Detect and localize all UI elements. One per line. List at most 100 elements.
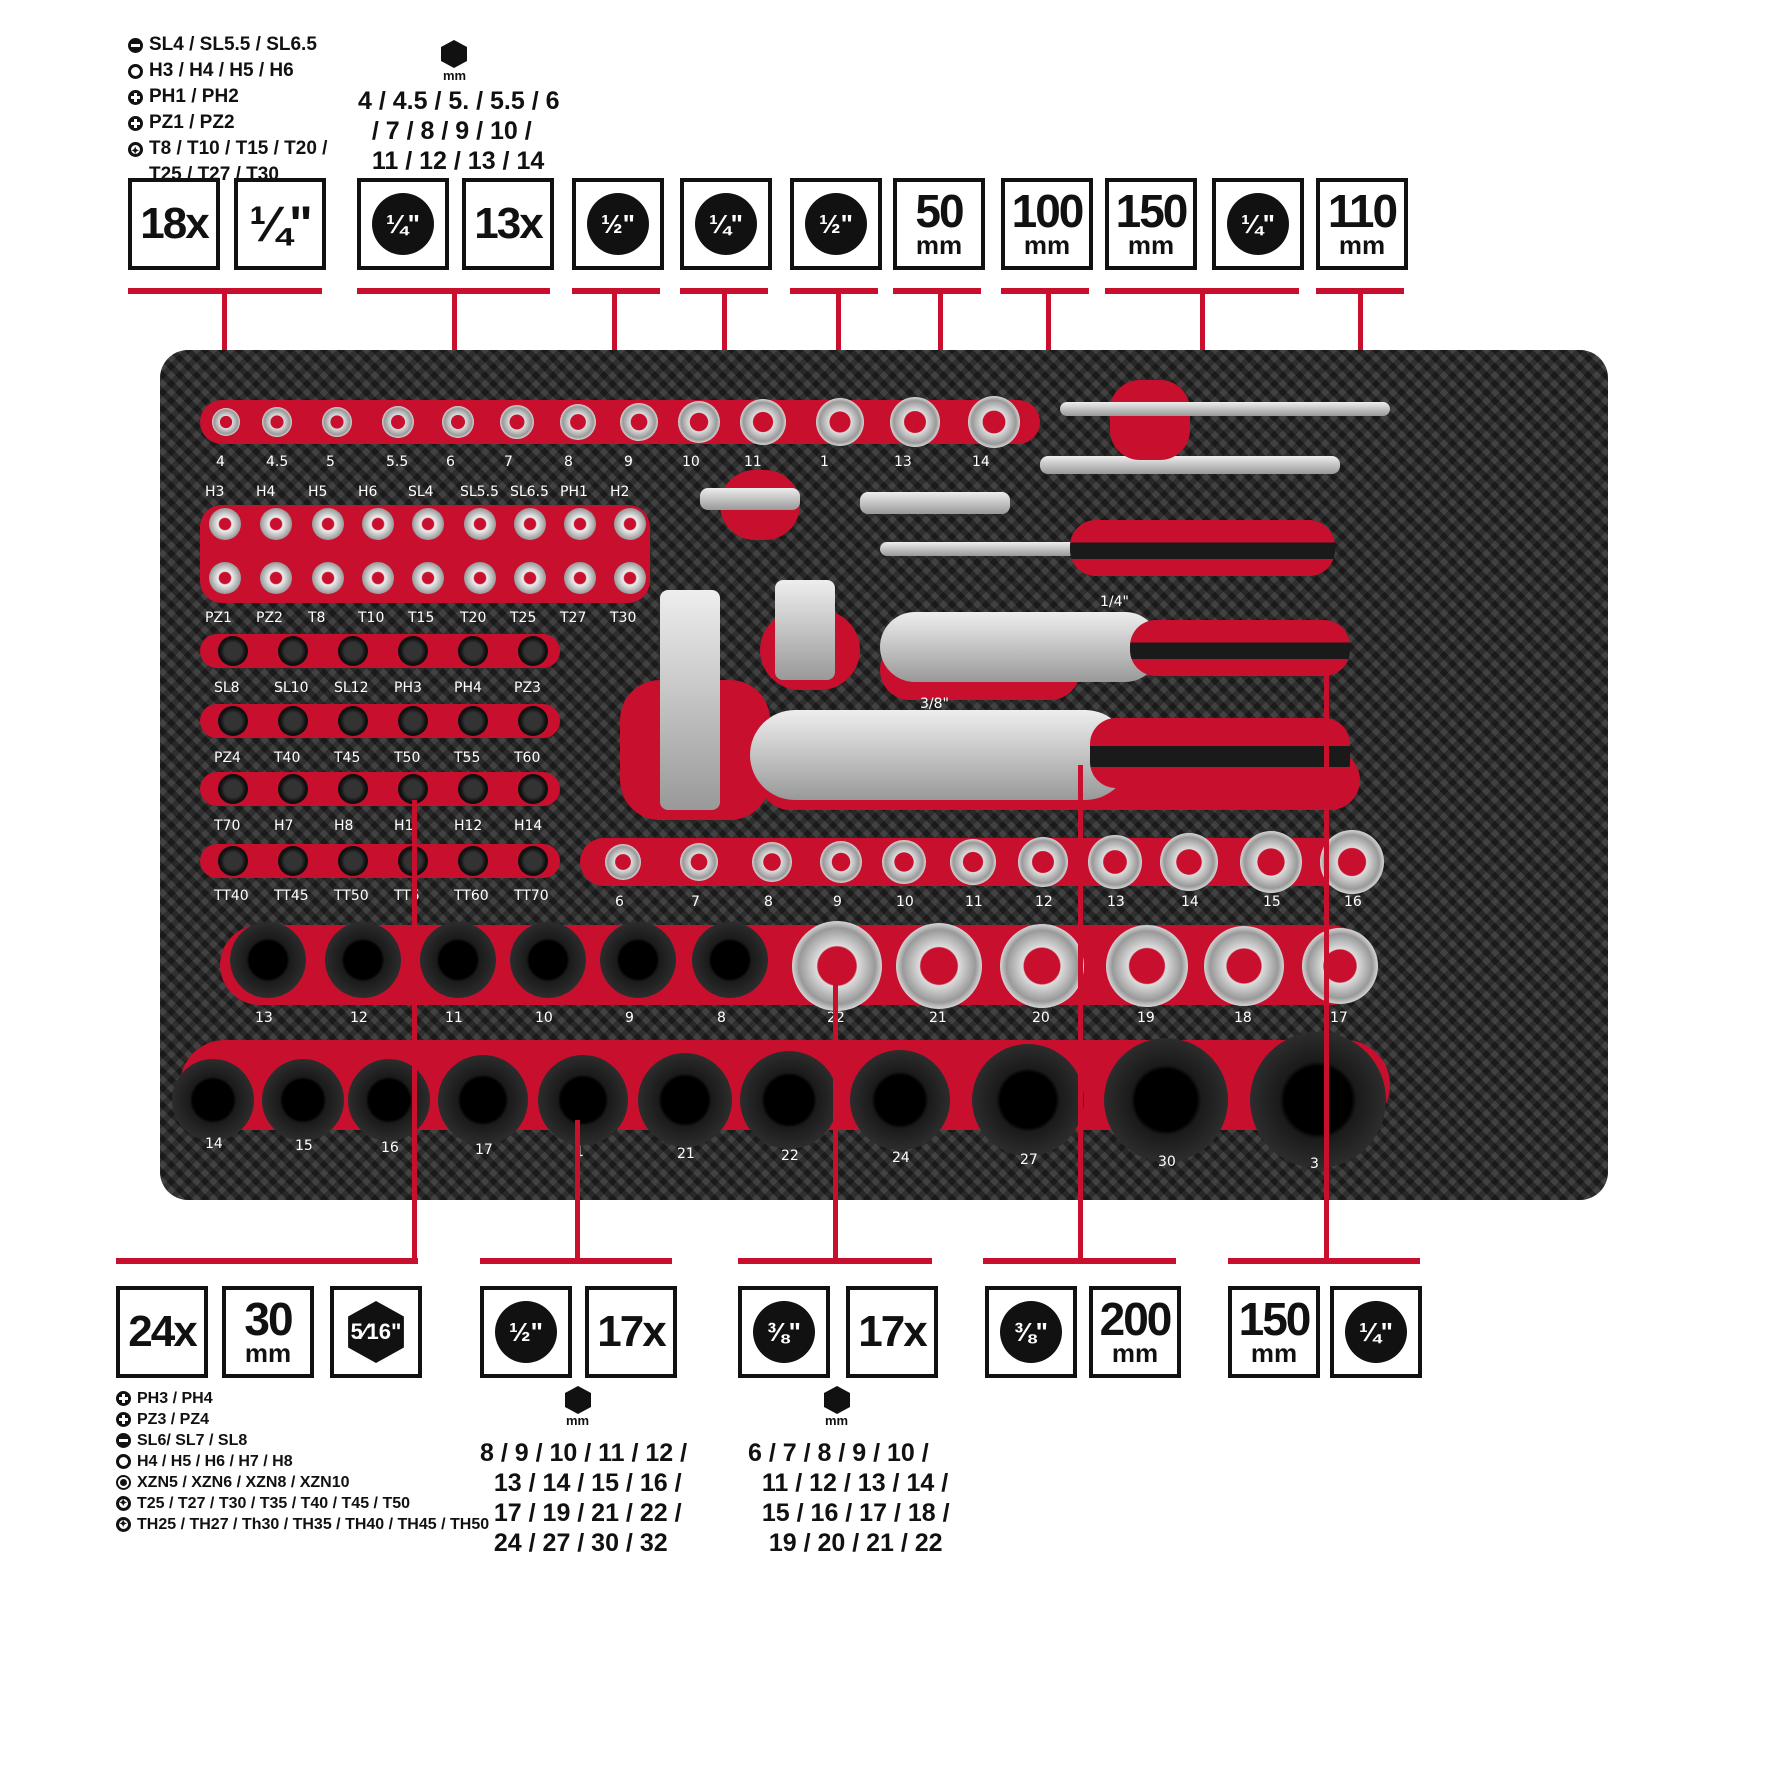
black-bit	[518, 774, 548, 804]
length-value: 110	[1327, 185, 1398, 237]
bit	[362, 562, 394, 594]
drive-size-icon: ½"	[495, 1301, 557, 1363]
socket-size-label: 30	[1158, 1154, 1176, 1170]
socket-size-label: 9	[624, 454, 633, 470]
black-bit	[278, 846, 308, 876]
legend-text: T8 / T10 / T15 / T20 /	[149, 138, 328, 159]
socket-size-label: 9	[625, 1010, 634, 1026]
legend-row: T25 / T27 / T30 / T35 / T40 / T45 / T50	[116, 1493, 489, 1514]
socket-1-4	[322, 407, 352, 437]
bit-label: SL12	[334, 680, 369, 696]
legend-text: T25 / T27 / T30 / T35 / T40 / T45 / T50	[137, 1495, 411, 1512]
legend-text: SL4 / SL5.5 / SL6.5	[149, 34, 317, 55]
bit-label: SL5.5	[460, 484, 499, 500]
length-value: 100	[1011, 185, 1085, 237]
socket-size-label: 11	[445, 1010, 463, 1026]
black-bit	[218, 706, 248, 736]
ring-bit-icon	[128, 63, 143, 79]
legend-text: XZN5 / XZN6 / XZN8 / XZN10	[137, 1474, 350, 1491]
bit	[464, 562, 496, 594]
spec-box-0: 18x	[128, 178, 220, 270]
socket-size-label: 15	[295, 1138, 313, 1154]
black-bit	[218, 774, 248, 804]
black-bit	[458, 636, 488, 666]
socket-size-label: 5	[326, 454, 335, 470]
bit-label: H2	[610, 484, 630, 500]
length-unit: mm	[1338, 230, 1386, 260]
count-label: 24x	[128, 1307, 197, 1356]
bit-slot	[200, 634, 560, 668]
bit-label: T8	[308, 610, 326, 626]
length-unit: mm	[1023, 230, 1071, 260]
hex-socket-icon	[441, 40, 467, 68]
bit-slot	[200, 772, 560, 806]
spec-box-3: ½"	[480, 1286, 572, 1378]
impact-socket	[972, 1044, 1084, 1156]
drive-size-icon: ½"	[805, 193, 867, 255]
socket-size-label: 7	[691, 894, 700, 910]
bottom-leader-1	[575, 1120, 580, 1260]
legend-text: PZ1 / PZ2	[149, 112, 235, 133]
socket-size-label: 17	[1330, 1010, 1348, 1026]
legend-row: PH1 / PH2	[128, 84, 327, 110]
star-bit-icon	[128, 139, 143, 165]
bit-label: T15	[408, 610, 435, 626]
socket-3-8-large	[1204, 926, 1284, 1006]
impact-socket	[638, 1053, 732, 1147]
impact-socket	[438, 1055, 528, 1145]
plus-bit-icon	[128, 89, 143, 105]
impact-socket	[1250, 1032, 1386, 1168]
legend-text: SL6/ SL7 / SL8	[137, 1432, 248, 1449]
socket-3-8	[680, 843, 718, 881]
bit	[614, 508, 646, 540]
bit-slot	[200, 844, 560, 878]
legend-row: H3 / H4 / H5 / H6	[128, 58, 327, 84]
bit-label: T55	[454, 750, 481, 766]
socket-size-label: 14	[205, 1136, 223, 1152]
black-bit	[458, 846, 488, 876]
black-bit	[398, 706, 428, 736]
legend-text: TH25 / TH27 / Th30 / TH35 / TH40 / TH45 …	[137, 1516, 490, 1533]
socket-size-label: 16	[1344, 894, 1362, 910]
bit-label: H8	[334, 818, 354, 834]
black-bit	[398, 636, 428, 666]
legend-row: TH25 / TH27 / Th30 / TH35 / TH40 / TH45 …	[116, 1514, 489, 1535]
bit-label: H3	[205, 484, 225, 500]
black-bit	[458, 774, 488, 804]
spec-box-4: ½"	[572, 178, 664, 270]
impact-socket	[510, 922, 586, 998]
spec-box-10: ¼"	[1330, 1286, 1422, 1378]
socket-size-label: 18	[1234, 1010, 1252, 1026]
drive-size-icon: ⅜"	[753, 1301, 815, 1363]
spec-box-5: ¼"	[680, 178, 772, 270]
socket-size-label: 19	[1137, 1010, 1155, 1026]
socket-1-4	[890, 397, 940, 447]
bit	[412, 508, 444, 540]
spec-box-2: ¼"	[357, 178, 449, 270]
bit	[260, 562, 292, 594]
drive-label-3-8: 3/8"	[920, 696, 949, 712]
bit-label: H6	[358, 484, 378, 500]
ratchet-handle-1-4	[1090, 718, 1350, 788]
socket-3-8	[1240, 831, 1302, 893]
socket-size-label: 10	[682, 454, 700, 470]
impact-socket	[348, 1059, 430, 1141]
bit-label: T45	[334, 750, 361, 766]
legend-row: H4 / H5 / H6 / H7 / H8	[116, 1451, 489, 1472]
star-bit-icon	[116, 1514, 131, 1535]
drive-size-label: ¼"	[249, 196, 312, 252]
impact-socket	[740, 1051, 838, 1149]
socket-3-8-large	[1106, 925, 1188, 1007]
tool-slot	[1110, 380, 1190, 460]
top-bracket-1	[357, 288, 550, 294]
top-bracket-2	[572, 288, 660, 294]
black-bit	[278, 774, 308, 804]
top-bracket-4	[790, 288, 878, 294]
universal-joint-1-2	[660, 590, 720, 810]
socket-size-label: 7	[504, 454, 513, 470]
